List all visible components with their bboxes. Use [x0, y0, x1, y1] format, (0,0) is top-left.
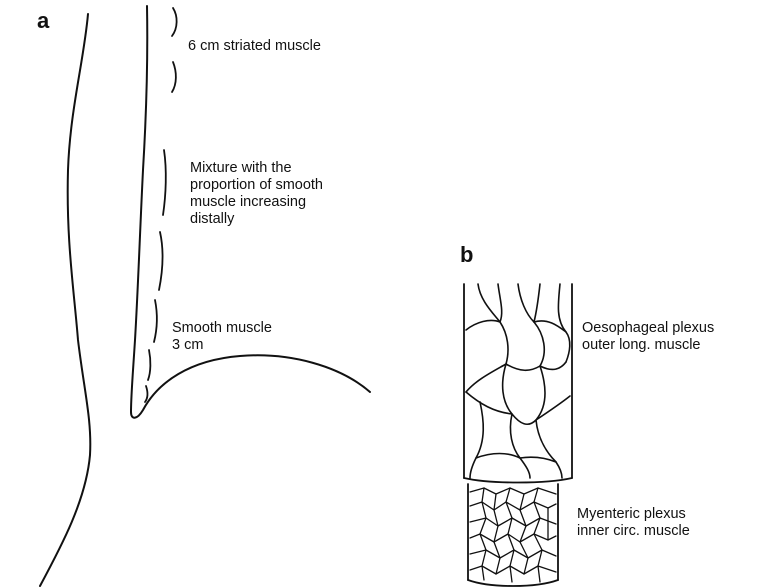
- panel-a-letter: a: [37, 8, 49, 34]
- label-myenteric-line-2: inner circ. muscle: [577, 523, 690, 540]
- myenteric-plexus-mesh: [470, 488, 556, 582]
- label-oesophageal-plexus: Oesophageal plexus outer long. muscle: [582, 320, 714, 354]
- label-smooth-muscle: Smooth muscle 3 cm: [172, 320, 272, 354]
- label-myenteric-line-1: Myenteric plexus: [577, 506, 690, 523]
- label-mixture: Mixture with the proportion of smooth mu…: [190, 160, 323, 228]
- label-mixture-line-1: Mixture with the: [190, 160, 323, 177]
- oesophagus-outline: [40, 6, 370, 586]
- oesophageal-plexus-network: [466, 284, 570, 478]
- label-myenteric-plexus: Myenteric plexus inner circ. muscle: [577, 506, 690, 540]
- label-oesophageal-line-1: Oesophageal plexus: [582, 320, 714, 337]
- label-mixture-line-3: muscle increasing: [190, 194, 323, 211]
- label-striated-muscle: 6 cm striated muscle: [188, 38, 321, 55]
- label-smooth-line-1: Smooth muscle: [172, 320, 272, 337]
- label-mixture-line-2: proportion of smooth: [190, 177, 323, 194]
- label-smooth-line-2: 3 cm: [172, 337, 272, 354]
- label-oesophageal-line-2: outer long. muscle: [582, 337, 714, 354]
- label-mixture-line-4: distally: [190, 211, 323, 228]
- label-striated-line: 6 cm striated muscle: [188, 38, 321, 55]
- panel-b-letter: b: [460, 242, 473, 268]
